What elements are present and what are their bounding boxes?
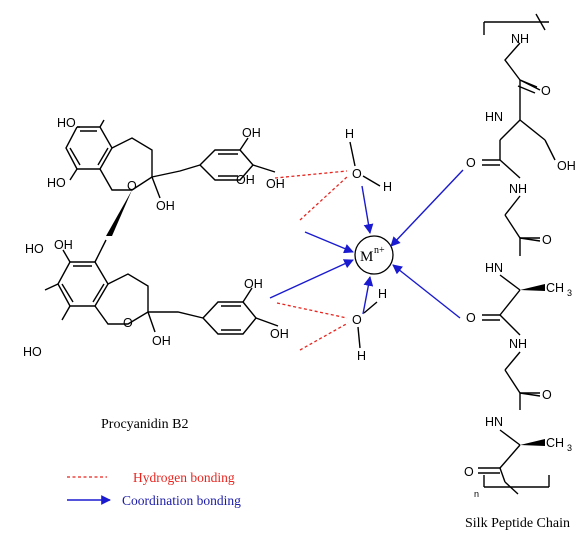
legend-coordination-label: Coordination bonding	[122, 493, 241, 508]
atom-label: HO	[57, 116, 76, 130]
atom-label: H	[357, 349, 366, 363]
atom-label: O	[352, 313, 362, 327]
atom-label: O	[466, 156, 476, 170]
atom-label: H	[345, 127, 354, 141]
atom-label: OH	[54, 238, 73, 252]
legend-hydrogen-label: Hydrogen bonding	[133, 470, 235, 485]
atom-label: O	[127, 179, 137, 193]
atom-label: H	[378, 287, 387, 301]
atom-label: O	[542, 388, 552, 402]
silk-peptide-chain	[478, 13, 556, 495]
atom-label: OH	[236, 173, 255, 187]
metal-charge: n+	[374, 245, 385, 256]
atom-label: OH	[156, 199, 175, 213]
atom-label: OH	[244, 277, 263, 291]
metal-label: M	[360, 249, 373, 265]
atom-label: OH	[266, 177, 285, 191]
procyanidin-atom-labels: HO OH O OH OH OH HO HO OH O OH OH OH HO	[23, 116, 289, 359]
procyanidin-lower-unit	[44, 239, 279, 335]
water-molecule-lower: H O H	[352, 287, 387, 363]
atom-label: HO	[47, 176, 66, 190]
atom-label: O	[541, 84, 551, 98]
atom-label: HN	[485, 415, 503, 429]
atom-label: O	[123, 316, 133, 330]
atom-label: HO	[23, 345, 42, 359]
coordination-bonds	[269, 169, 464, 319]
atom-label: CH	[546, 436, 564, 450]
atom-label: HN	[485, 261, 503, 275]
atom-label: HN	[485, 110, 503, 124]
legend: Hydrogen bonding Coordination bonding	[67, 470, 241, 508]
silk-caption: Silk Peptide Chain	[465, 516, 570, 531]
atom-label: 3	[567, 288, 572, 298]
hydrogen-bonds	[274, 170, 349, 351]
repeat-subscript: n	[474, 489, 479, 499]
atom-label: 3	[567, 443, 572, 453]
atom-label: OH	[242, 126, 261, 140]
atom-label: HO	[25, 242, 44, 256]
atom-label: O	[542, 233, 552, 247]
atom-label: OH	[270, 327, 289, 341]
atom-label: H	[383, 180, 392, 194]
atom-label: OH	[557, 159, 576, 173]
atom-label: OH	[152, 334, 171, 348]
atom-label: O	[352, 167, 362, 181]
atom-label: NH	[511, 32, 529, 46]
atom-label: NH	[509, 337, 527, 351]
procyanidin-upper-unit	[65, 119, 276, 236]
water-molecule-upper: H O H	[345, 127, 392, 194]
procyanidin-caption: Procyanidin B2	[101, 417, 189, 432]
atom-label: O	[464, 465, 474, 479]
atom-label: O	[466, 311, 476, 325]
silk-atom-labels: NH O HN OH O NH O HN CH 3 O NH O HN CH 3…	[464, 32, 576, 499]
atom-label: NH	[509, 182, 527, 196]
metal-ion: M n+	[354, 235, 394, 275]
atom-label: CH	[546, 281, 564, 295]
